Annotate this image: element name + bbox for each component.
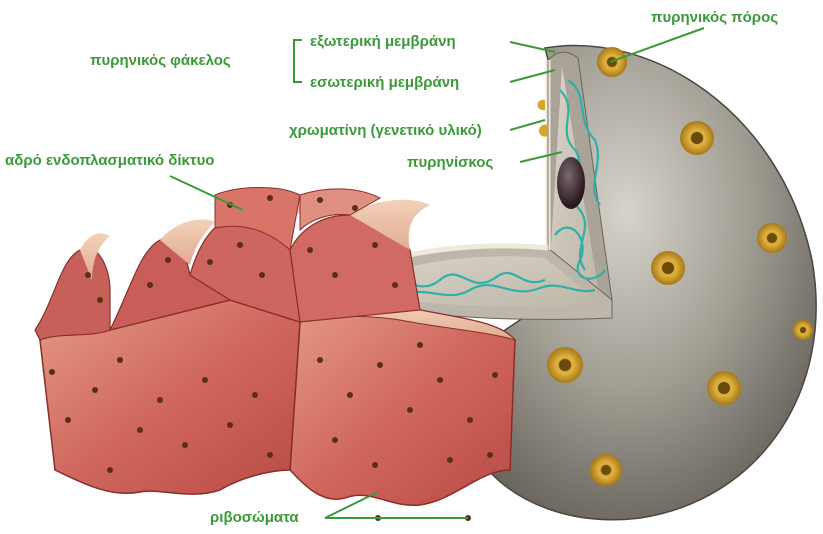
label-nuclear-pore: πυρηνικός πόρος — [651, 9, 778, 27]
label-rough-er: αδρό ενδοπλασματικό δίκτυο — [5, 152, 214, 170]
label-inner-membrane: εσωτερική μεμβράνη — [310, 74, 459, 92]
nucleolus — [557, 157, 585, 209]
label-ribosomes: ριβοσώματα — [210, 509, 299, 527]
label-nucleolus: πυρηνίσκος — [407, 154, 493, 172]
label-chromatin: χρωματίνη (γενετικό υλικό) — [289, 122, 482, 140]
label-outer-membrane: εξωτερική μεμβράνη — [310, 33, 456, 51]
label-nuclear-envelope: πυρηνικός φάκελος — [90, 52, 231, 70]
rough-er — [35, 188, 515, 506]
